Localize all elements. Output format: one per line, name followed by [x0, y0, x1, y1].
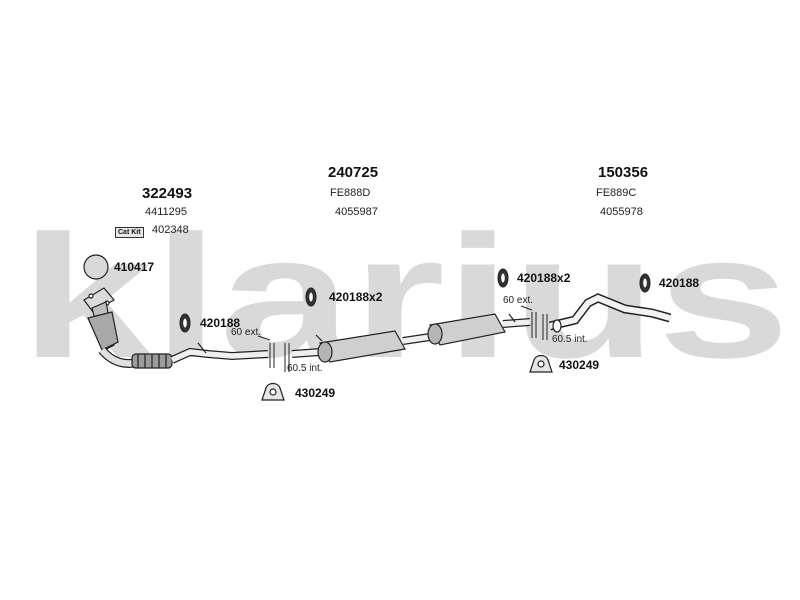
middle-part-number: 240725 [328, 164, 379, 181]
middle-silencer [315, 330, 431, 363]
gasket-label: 410417 [114, 260, 155, 274]
middle-oem-number: 4055987 [335, 206, 378, 218]
mount-rear-b-label: 420188 [659, 276, 700, 290]
rear-middle-silencer [427, 313, 531, 346]
clamp-a-label: 430249 [295, 386, 336, 400]
rear-part-number: 150356 [598, 164, 649, 181]
mount-front-label: 420188 [200, 316, 241, 330]
mount-mid-label: 420188x2 [329, 290, 383, 304]
clamp-icon [261, 382, 285, 401]
rear-code: FE889C [596, 187, 637, 199]
rear-oem-number: 4055978 [600, 206, 643, 218]
joint-a [257, 335, 321, 372]
rubber-mount-icon [179, 313, 191, 333]
rubber-mount-icon [639, 273, 651, 293]
joint-a-ext-dimension: 60 ext. [231, 327, 262, 338]
joint-b [520, 305, 548, 340]
rubber-mount-icon [305, 287, 317, 307]
front-oem-number: 4411295 [145, 206, 188, 218]
front-part-number: 322493 [142, 185, 193, 202]
mount-rear-a-label: 420188x2 [517, 271, 571, 285]
cat-kit-badge: Cat Kit [115, 227, 144, 238]
cat-kit-number: 402348 [152, 224, 189, 236]
tail-pipe [548, 293, 672, 333]
joint-b-ext-dimension: 60 ext. [503, 295, 534, 306]
gasket-icon [83, 254, 109, 280]
front-pipe-catalytic-converter [83, 287, 269, 369]
rubber-mount-icon [497, 268, 509, 288]
joint-a-int-dimension: 60.5 int. [287, 363, 323, 374]
middle-code: FE888D [330, 187, 371, 199]
clamp-b-label: 430249 [559, 358, 600, 372]
clamp-icon [529, 354, 553, 373]
joint-b-int-dimension: 60.5 int. [552, 334, 588, 345]
